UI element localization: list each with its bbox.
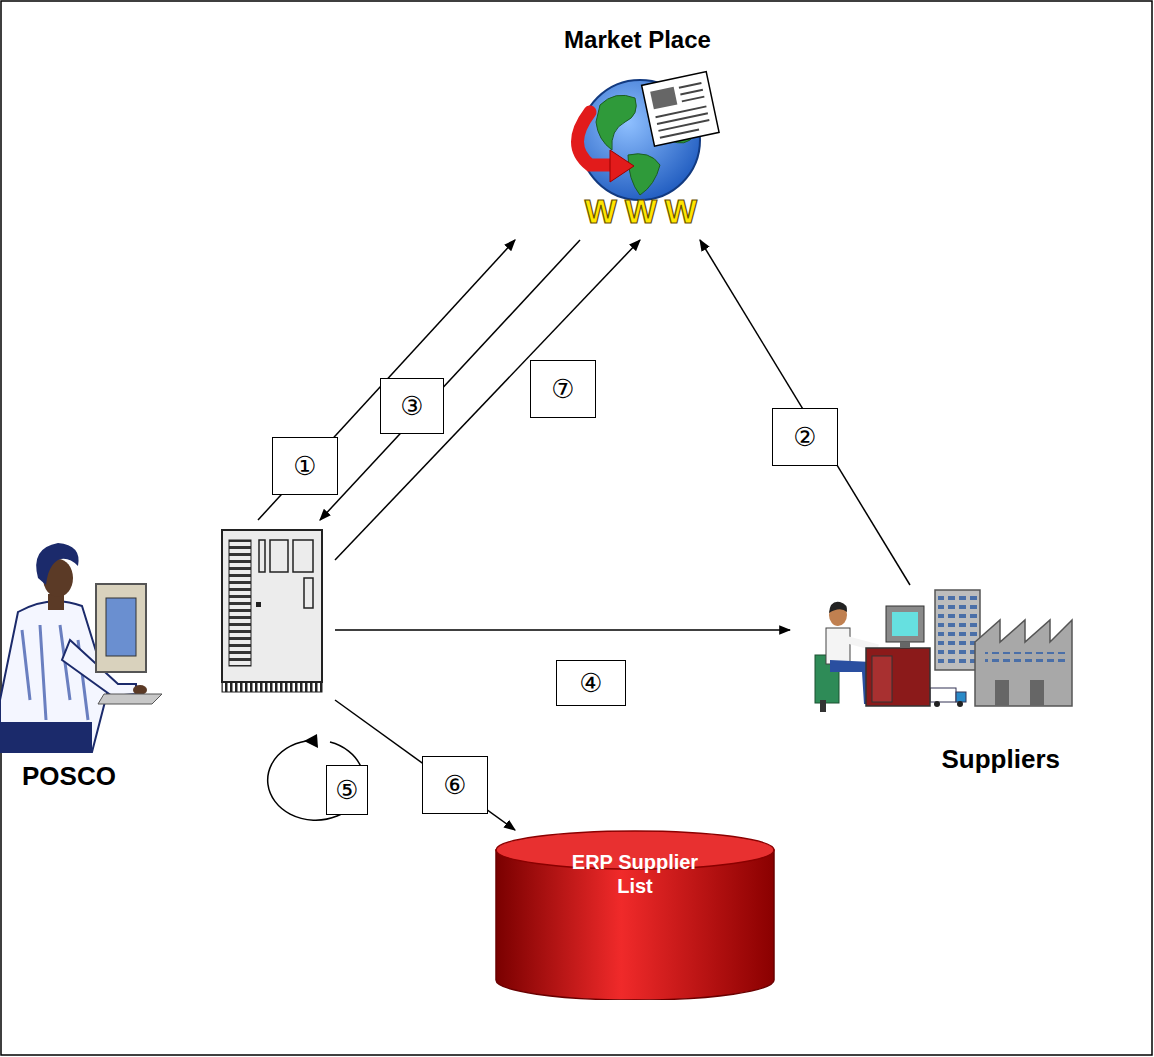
www-letters-holder: WWW — [575, 190, 715, 232]
step-number: ⑥ — [443, 772, 466, 798]
flow-arrow — [258, 240, 515, 520]
www-letters: WWW — [585, 194, 705, 228]
person-icon — [0, 543, 162, 752]
step-number: ⑦ — [551, 376, 574, 402]
flow-arrow — [700, 240, 910, 585]
flow-arrow — [335, 240, 640, 560]
globe-icon — [578, 72, 720, 200]
node-label: POSCO — [22, 761, 116, 792]
step-number: ③ — [400, 393, 423, 419]
flow-arrow — [335, 629, 790, 631]
node-label: Suppliers — [942, 744, 1060, 775]
step-number-box: ① — [272, 437, 338, 495]
callout-number: ⑤ — [335, 777, 358, 803]
step-number: ② — [793, 424, 816, 450]
server-icon — [222, 530, 322, 692]
supplier-icon — [815, 590, 1072, 712]
step-number-box: ④ — [556, 660, 626, 706]
step-number-box: ② — [772, 408, 838, 466]
node-label: ERP Supplier List — [571, 850, 699, 898]
node-label: Market Place — [564, 26, 711, 55]
step-number: ④ — [579, 670, 602, 696]
step-number-box: ⑦ — [530, 360, 596, 418]
supplier-node: Suppliers — [790, 585, 1075, 780]
database-cylinder: ERP Supplier List — [495, 830, 775, 1000]
callout-number-holder: ⑤ — [326, 765, 368, 815]
company-node: POSCO — [2, 520, 335, 800]
step-number-box: ③ — [380, 378, 444, 434]
step-number-box: ⑥ — [422, 756, 488, 814]
step-number: ① — [293, 453, 316, 479]
